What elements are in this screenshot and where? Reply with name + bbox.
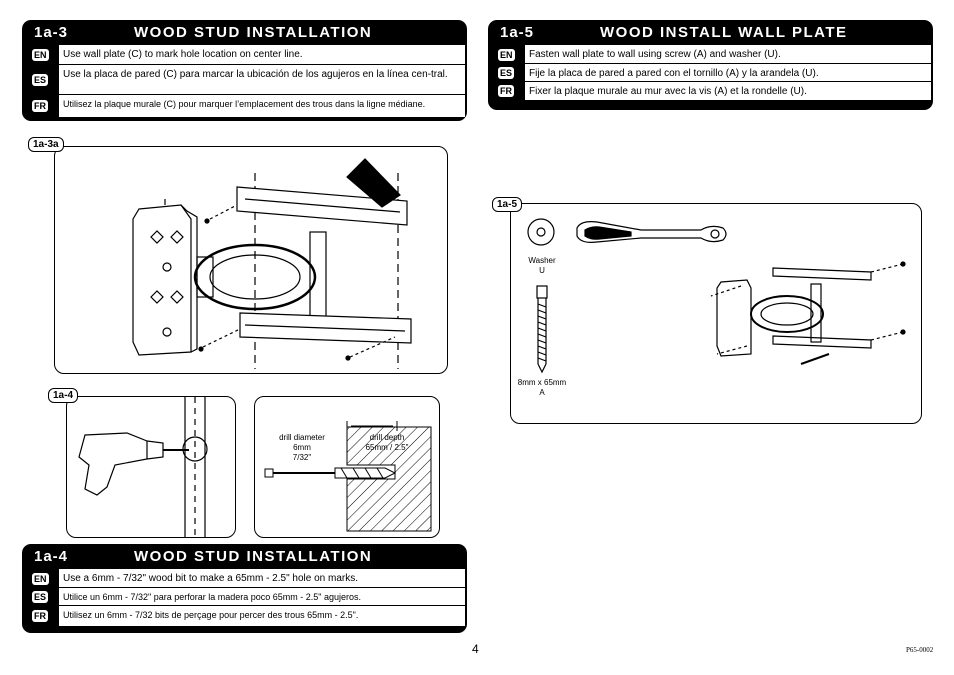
step-number: 1a-4 [34, 548, 69, 565]
figure-1a-5: Washer U 8mm x 65mm A [510, 203, 922, 424]
drill-depth-illustration [264, 421, 432, 532]
figure-1a-4-drill [66, 396, 236, 538]
lang-badge-en: EN [32, 572, 49, 585]
washer-label: Washer U [523, 256, 561, 276]
figure-tag-1a-5: 1a-5 [492, 197, 523, 212]
figure-tag-1a-3a: 1a-3a [28, 137, 64, 152]
drill-illustration [78, 397, 208, 537]
section-title: WOOD INSTALL WALL PLATE [600, 24, 848, 41]
instruction-text-en: Use a 6mm - 7/32" wood bit to make a 65m… [59, 569, 465, 588]
lang-badge-es: ES [32, 591, 49, 603]
instruction-text-en: Use wall plate (C) to mark hole location… [59, 45, 465, 65]
section-header: 1a-3 WOOD STUD INSTALLATION [22, 20, 467, 45]
lang-badge-es: ES [498, 67, 515, 79]
figure-tag-1a-4: 1a-4 [48, 388, 79, 403]
label-line: 65mm / 2.5" [365, 443, 409, 452]
step-number: 1a-3 [34, 24, 69, 41]
drill-diameter-label: drill diameter 6mm 7/32" [269, 433, 335, 463]
label-line: 6mm [293, 443, 311, 452]
figure-1a-4-drill-detail: drill diameter 6mm 7/32" drill depth 65m… [254, 396, 440, 538]
document-code: P65-0002 [906, 646, 934, 654]
instruction-text-fr: Utilisez la plaque murale (C) pour marqu… [59, 95, 465, 117]
instruction-1a-4: 1a-4 WOOD STUD INSTALLATION EN Use a 6mm … [22, 544, 467, 633]
label-line: Washer [528, 256, 556, 265]
instruction-text-es: Utilice un 6mm - 7/32" para perforar la … [59, 588, 465, 606]
figure-1a-3a [54, 146, 448, 374]
instruction-text-en: Fasten wall plate to wall using screw (A… [525, 45, 931, 64]
label-line: A [539, 388, 545, 397]
instruction-text-es: Use la placa de pared (C) para marcar la… [59, 65, 465, 95]
instruction-1a-5: 1a-5 WOOD INSTALL WALL PLATE EN Fasten wa… [488, 20, 933, 110]
section-header: 1a-4 WOOD STUD INSTALLATION [22, 544, 467, 569]
lang-badge-fr: FR [32, 100, 48, 112]
label-line: drill diameter [279, 433, 325, 442]
instruction-text-fr: Fixer la plaque murale au mur avec la vi… [525, 82, 931, 100]
lang-badge-es: ES [32, 74, 49, 86]
section-title: WOOD STUD INSTALLATION [134, 548, 373, 565]
section-header: 1a-5 WOOD INSTALL WALL PLATE [488, 20, 933, 45]
step-number: 1a-5 [500, 24, 535, 41]
wall-plate-mount-illustration [132, 158, 412, 369]
label-line: drill depth [369, 433, 405, 442]
page-number: 4 [472, 642, 479, 656]
lang-badge-en: EN [498, 48, 515, 61]
hardware-and-mount-illustration [527, 218, 906, 374]
instruction-text-fr: Utilisez un 6mm - 7/32 bits de perçage p… [59, 606, 465, 626]
label-line: 8mm x 65mm [517, 378, 567, 387]
label-line: U [539, 266, 545, 275]
drill-depth-label: drill depth 65mm / 2.5" [347, 433, 427, 453]
screw-label: 8mm x 65mm A [511, 378, 573, 398]
instruction-1a-3: 1a-3 WOOD STUD INSTALLATION EN Use wall p… [22, 20, 467, 121]
lang-badge-en: EN [32, 49, 49, 61]
instruction-text-es: Fije la placa de pared a pared con el to… [525, 64, 931, 82]
section-title: WOOD STUD INSTALLATION [134, 24, 373, 41]
label-line: 7/32" [292, 453, 312, 462]
lang-badge-fr: FR [498, 85, 514, 97]
lang-badge-fr: FR [32, 610, 48, 622]
